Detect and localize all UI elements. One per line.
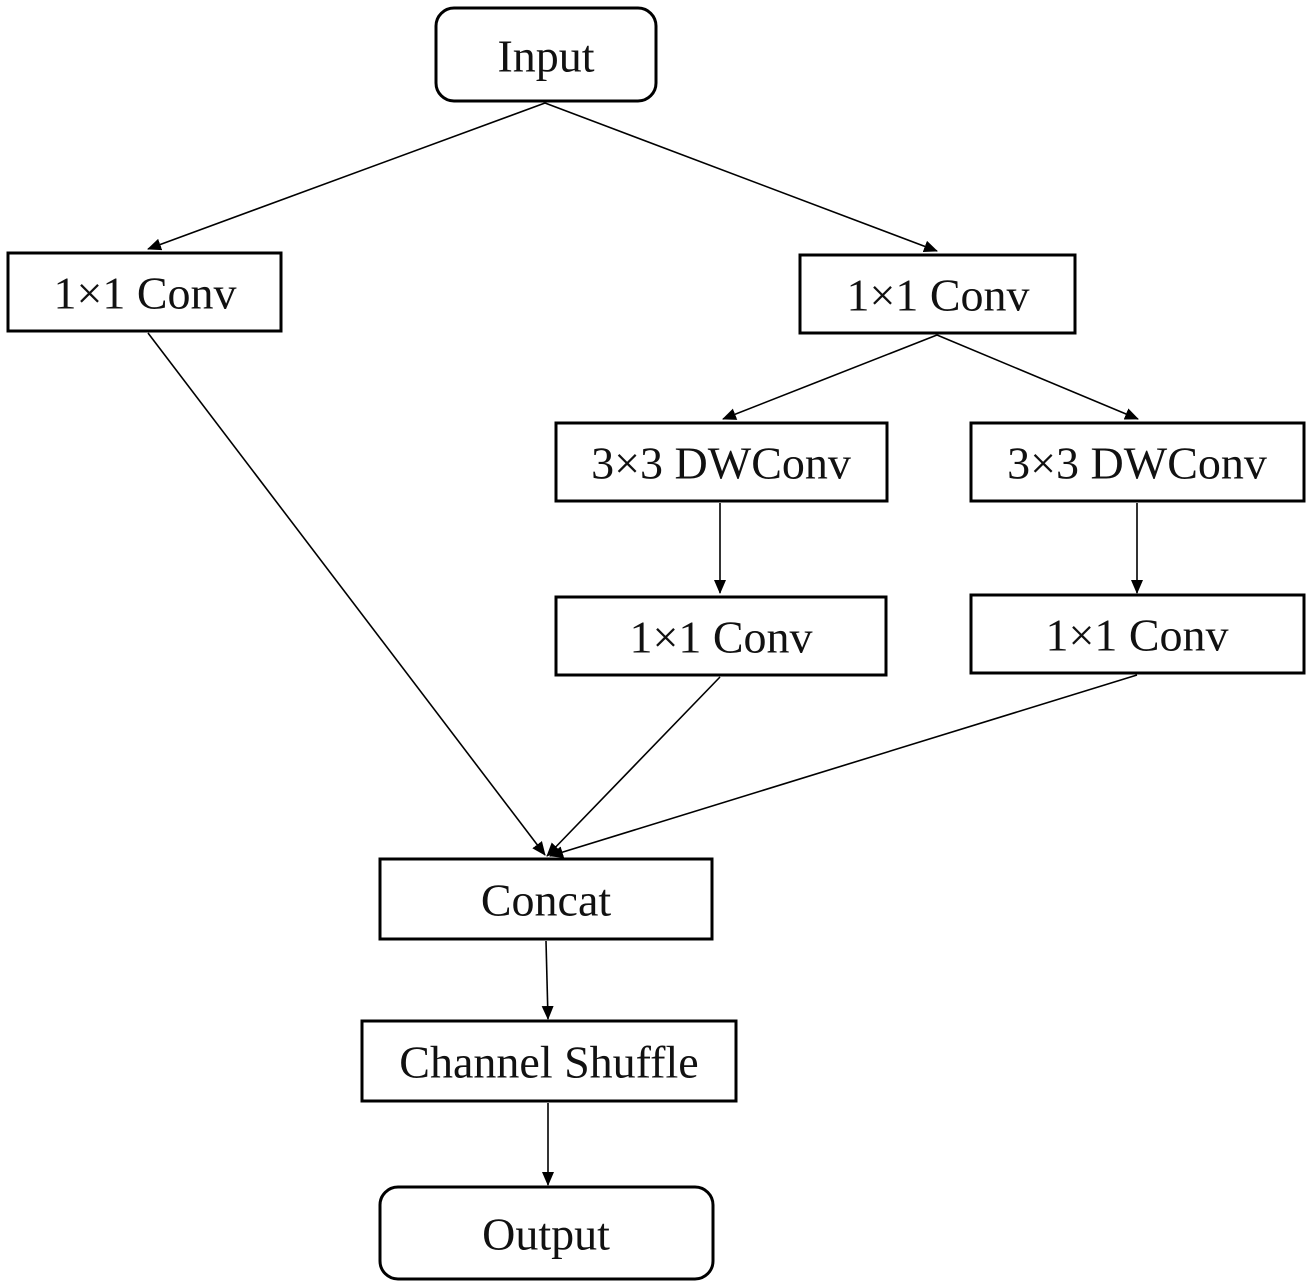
concat-node: Concat xyxy=(378,857,714,941)
channel-shuffle-label: Channel Shuffle xyxy=(399,1037,698,1088)
dwconv-a-node: 3×3 DWConv xyxy=(554,421,889,503)
edge-input-to-conv-left xyxy=(147,102,546,251)
edge-conv-left-to-concat xyxy=(147,332,546,856)
concat-label: Concat xyxy=(481,875,612,926)
dwconv-a-label: 3×3 DWConv xyxy=(591,438,851,489)
conv-a-label: 1×1 Conv xyxy=(629,612,812,663)
edge-conv-right-to-dwconv-b xyxy=(936,334,1139,420)
edge-conv-a-to-concat xyxy=(546,676,721,857)
edge-conv-right-to-dwconv-a xyxy=(722,334,938,420)
conv-a-node: 1×1 Conv xyxy=(554,595,888,677)
edge-input-to-conv-right xyxy=(544,102,938,253)
input-label: Input xyxy=(497,31,594,82)
conv-left-node: 1×1 Conv xyxy=(6,251,283,333)
dwconv-b-node: 3×3 DWConv xyxy=(969,421,1306,503)
conv-right-node: 1×1 Conv xyxy=(798,253,1077,335)
conv-right-label: 1×1 Conv xyxy=(846,270,1029,321)
conv-b-label: 1×1 Conv xyxy=(1045,610,1228,661)
input-node: Input xyxy=(434,6,658,103)
conv-left-label: 1×1 Conv xyxy=(53,268,236,319)
edge-concat-to-channel-shuffle xyxy=(541,940,554,1020)
edge-conv-b-to-concat xyxy=(549,674,1138,858)
dwconv-b-label: 3×3 DWConv xyxy=(1007,438,1267,489)
conv-b-node: 1×1 Conv xyxy=(969,593,1306,675)
output-label: Output xyxy=(482,1209,610,1260)
output-node: Output xyxy=(378,1185,715,1281)
channel-shuffle-node: Channel Shuffle xyxy=(360,1019,738,1103)
